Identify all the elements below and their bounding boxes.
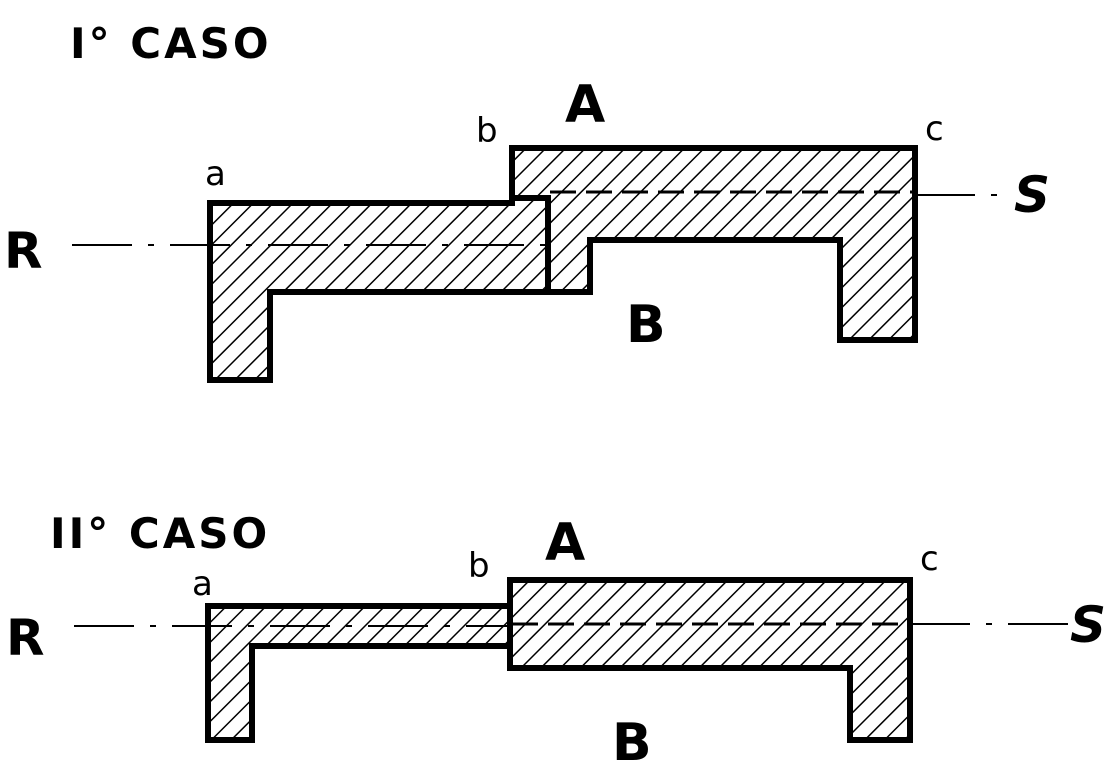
case-2: II° CASO a b c A B R S: [6, 509, 1106, 773]
case-2-point-c: c: [920, 539, 939, 579]
case-1-section-A: [509, 145, 918, 343]
case-1: I° CASO a b c A B R S: [4, 19, 1050, 383]
case-2-section-A: [507, 577, 913, 743]
case-1-point-a: a: [205, 154, 226, 194]
case-1-section-B: [207, 195, 590, 383]
case-1-point-b: b: [476, 111, 498, 151]
case-2-title: II° CASO: [50, 509, 270, 558]
case-2-point-b: b: [468, 546, 490, 586]
case-2-point-a: a: [192, 564, 213, 604]
case-2-section-B: [205, 603, 513, 743]
case-2-label-A: A: [545, 513, 585, 573]
case-1-label-B: B: [626, 295, 666, 355]
case-2-label-R: R: [6, 609, 45, 667]
case-2-label-B: B: [612, 713, 652, 773]
case-1-title: I° CASO: [70, 19, 272, 68]
case-1-label-A: A: [565, 75, 605, 135]
case-1-point-c: c: [925, 109, 944, 149]
case-1-label-S: S: [1014, 166, 1050, 224]
case-1-label-R: R: [4, 222, 43, 280]
case-2-label-S: S: [1070, 596, 1106, 654]
